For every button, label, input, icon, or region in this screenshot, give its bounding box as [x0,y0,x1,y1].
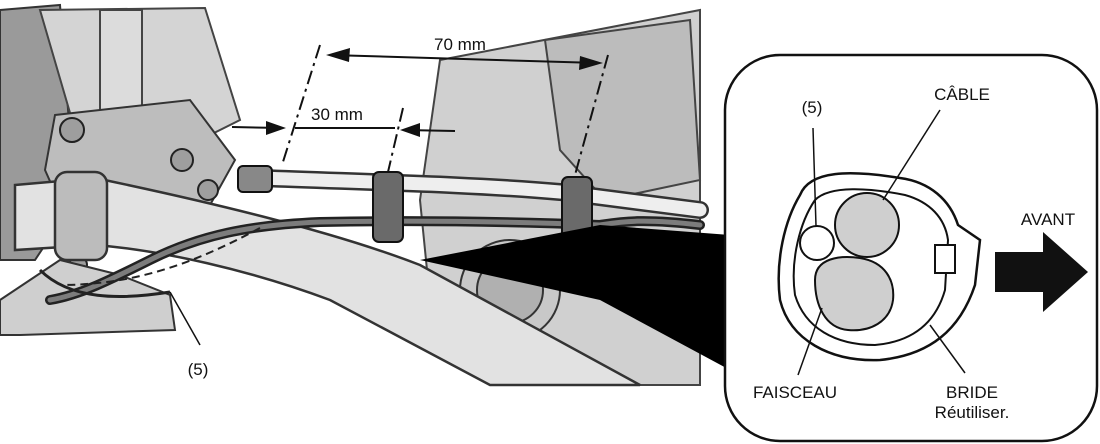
dimension-30mm [231,107,456,173]
lever-stub [0,258,177,336]
ref-main-label: (5) [188,360,209,379]
clamp-label: BRIDE [946,383,998,402]
inset-cable [834,192,900,258]
inset-harness [813,256,895,332]
cable-end-fitting [237,165,273,193]
cable-label: CÂBLE [934,85,990,104]
dimension-70mm-label: 70 mm [434,35,486,54]
dimension-70mm [281,44,609,176]
harness-label: FAISCEAU [753,383,837,402]
forward-arrow-icon [995,232,1088,312]
inset-ref-wire [799,225,835,261]
harness-loop [38,268,171,299]
forward-label: AVANT [1021,210,1075,229]
inset-leaders [797,109,966,376]
clamp-left [372,171,404,243]
dimension-30mm-label: 30 mm [311,105,363,124]
inset-ref-label: (5) [802,98,823,117]
ref-main-leader [169,291,201,346]
clamp-note: Réutiliser. [935,403,1010,422]
zoom-wedge [420,225,730,370]
handlebar-clamp [53,170,109,262]
